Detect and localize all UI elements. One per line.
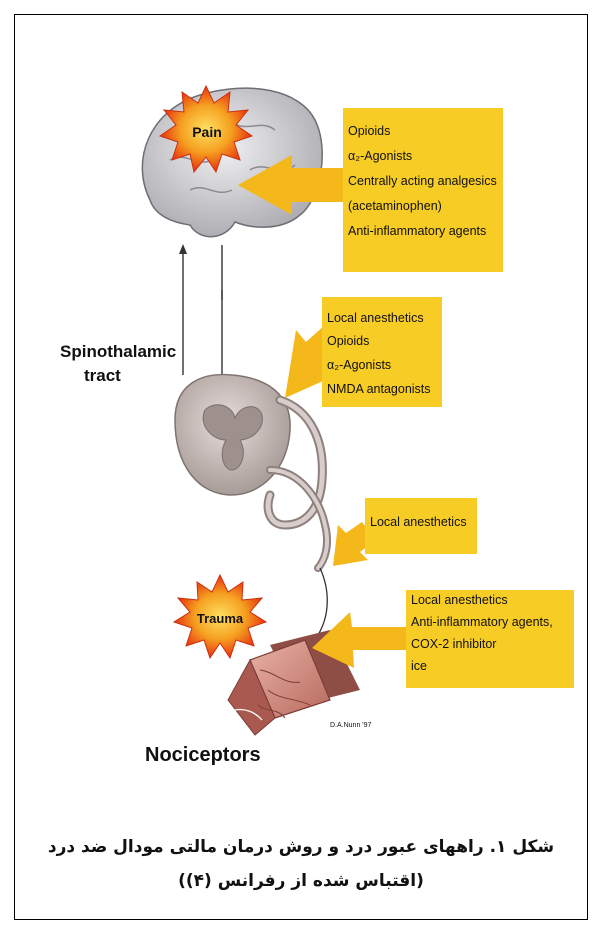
artist-signature: D.A.Nunn '97 xyxy=(330,722,372,729)
spinothalamic-label-line1: Spinothalamic xyxy=(60,342,176,361)
box-nerve: Local anesthetics xyxy=(365,498,477,554)
box-spinal-line: α₂-Agonists xyxy=(327,358,391,372)
box-brain-line: Anti-inflammatory agents xyxy=(348,224,486,238)
caption-line1: شکل ۱. راههای عبور درد و روش درمان مالتی… xyxy=(30,830,572,864)
figure-caption: شکل ۱. راههای عبور درد و روش درمان مالتی… xyxy=(30,830,572,898)
box-brain: Opioids α₂-Agonists Centrally acting ana… xyxy=(343,108,503,272)
spinothalamic-tract xyxy=(179,244,226,389)
pain-label: Pain xyxy=(192,124,222,140)
box-periphery-line: ice xyxy=(411,659,427,673)
box-spinal: Local anesthetics Opioids α₂-Agonists NM… xyxy=(322,297,442,407)
box-periphery-line: Anti-inflammatory agents, xyxy=(411,615,553,629)
box-nerve-line: Local anesthetics xyxy=(370,515,467,529)
nociceptors-label: Nociceptors xyxy=(145,744,261,766)
box-spinal-line: Opioids xyxy=(327,334,369,348)
box-spinal-line: Local anesthetics xyxy=(327,311,424,325)
box-brain-line: (acetaminophen) xyxy=(348,199,442,213)
box-brain-line: Centrally acting analgesics xyxy=(348,174,497,188)
box-brain-line: Opioids xyxy=(348,124,390,138)
box-brain-line: α₂-Agonists xyxy=(348,149,412,163)
box-periphery-line: COX-2 inhibitor xyxy=(411,637,496,651)
trauma-label: Trauma xyxy=(197,611,244,626)
caption-line2: (اقتباس شده از رفرانس (۴)) xyxy=(30,864,572,898)
box-periphery-line: Local anesthetics xyxy=(411,593,508,607)
spinothalamic-label-line2: tract xyxy=(84,366,121,385)
box-spinal-line: NMDA antagonists xyxy=(327,382,431,396)
box-periphery: Local anesthetics Anti-inflammatory agen… xyxy=(406,590,574,688)
